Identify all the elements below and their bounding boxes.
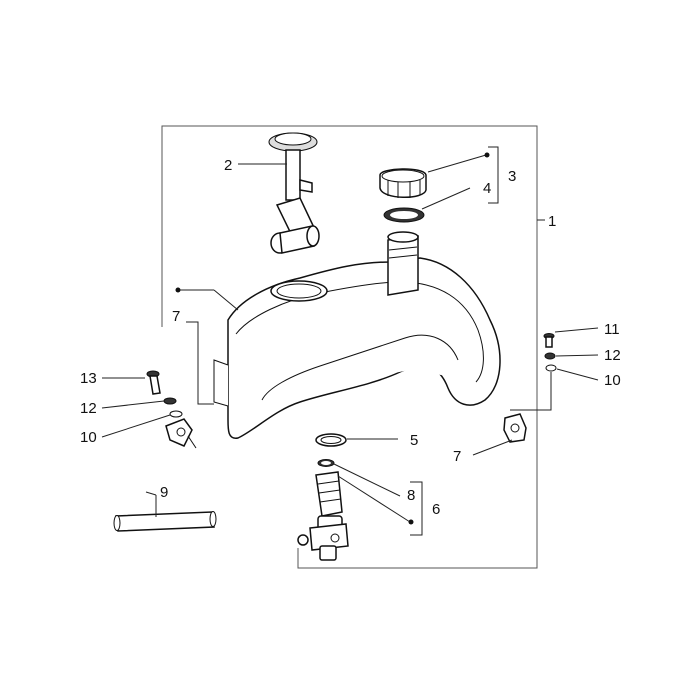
callout-labels: 1 2 3 4 5 6 7 7 8 9 10 10 11 12 12 13 (80, 157, 621, 518)
callout-10-left: 10 (80, 429, 97, 446)
callout-7-left: 7 (172, 308, 180, 325)
cap-gasket (383, 207, 425, 223)
o-ring (317, 459, 335, 467)
callout-10-right: 10 (604, 372, 621, 389)
callout-11: 11 (604, 321, 620, 338)
filler-cap (379, 168, 427, 198)
leader-lines (101, 146, 599, 536)
right-screw (543, 333, 555, 348)
fuel-tank (213, 231, 501, 439)
callout-9: 9 (160, 484, 168, 501)
callout-2: 2 (224, 157, 232, 174)
fuel-hose (113, 511, 217, 532)
left-washer-10 (169, 410, 183, 418)
callout-1: 1 (548, 213, 556, 230)
left-clip-nut (165, 418, 193, 447)
callout-8: 8 (407, 487, 415, 504)
right-washer-12 (544, 352, 556, 360)
callout-4: 4 (483, 180, 491, 197)
callout-13: 13 (80, 370, 97, 387)
left-screw (146, 370, 161, 395)
right-clip-nut (503, 413, 527, 443)
callout-6: 6 (432, 501, 440, 518)
vent-pipe (187, 435, 197, 449)
fuel-level-sender (268, 132, 320, 254)
right-washer-10 (545, 364, 557, 372)
left-washer-12 (163, 397, 177, 405)
fuel-tap (297, 471, 349, 561)
hose-clamp (315, 433, 347, 447)
callout-12-left: 12 (80, 400, 97, 417)
callout-5: 5 (410, 432, 418, 449)
callout-12-right: 12 (604, 347, 621, 364)
assembly-bracket-1 (161, 125, 538, 569)
callout-3: 3 (508, 168, 516, 185)
callout-7-right: 7 (453, 448, 461, 465)
